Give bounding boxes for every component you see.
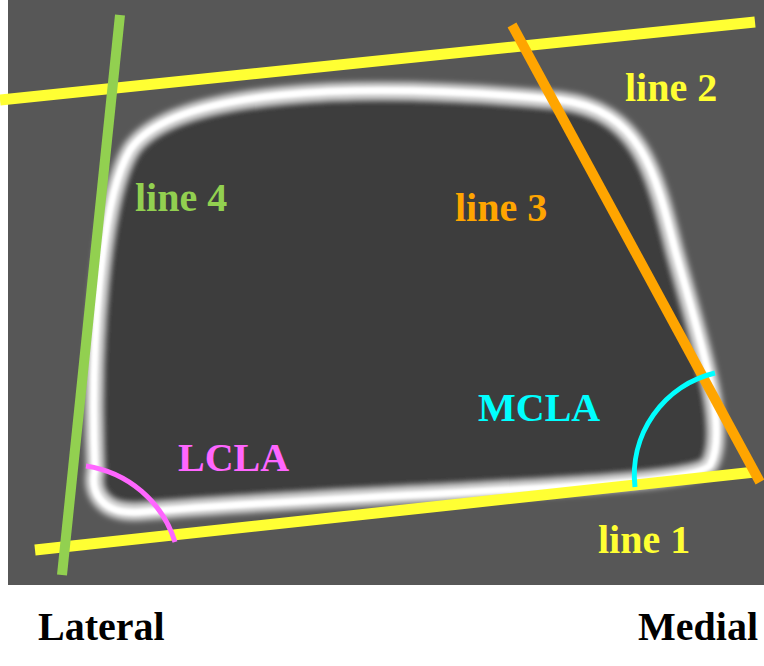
reference-line xyxy=(62,15,120,575)
side-label: Medial xyxy=(638,605,758,649)
bone-cortex xyxy=(94,91,717,513)
angle-label: LCLA xyxy=(178,436,289,480)
line-label: line 1 xyxy=(598,518,690,562)
angle-arc xyxy=(634,373,715,487)
angle-arc xyxy=(86,466,175,542)
side-label: Lateral xyxy=(38,605,165,649)
bone-cross-section xyxy=(94,91,717,513)
line-label: line 2 xyxy=(625,66,717,110)
angle-label: MCLA xyxy=(478,386,600,430)
line-label: line 3 xyxy=(455,186,547,230)
line-label: line 4 xyxy=(135,176,227,220)
